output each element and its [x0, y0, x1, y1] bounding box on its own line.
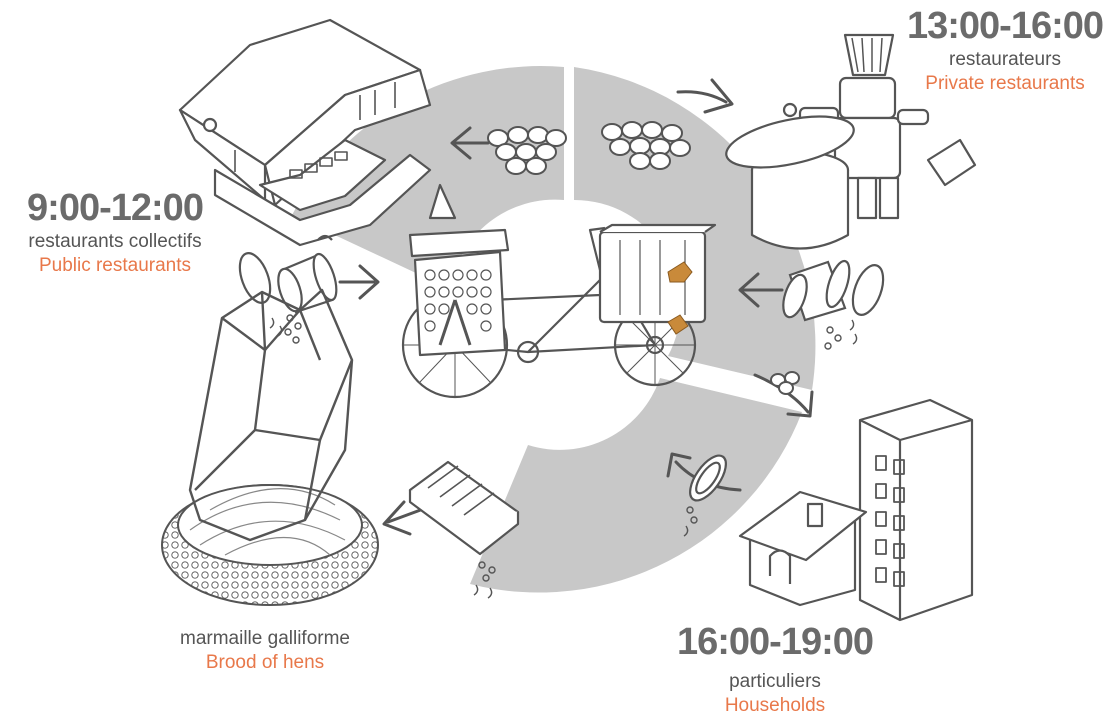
station-households-label-fr: particuliers — [729, 671, 821, 692]
station-public-label-fr: restaurants collectifs — [28, 231, 202, 252]
station-hens-label-en: Brood of hens — [205, 652, 325, 673]
ring-segment-bottom — [470, 378, 802, 593]
station-households-label-en: Households — [724, 695, 826, 716]
hen-in-crate-icon — [667, 261, 693, 335]
plate-icon — [683, 454, 727, 537]
origami-hen-nest-icon — [161, 288, 379, 606]
station-private-label-fr: restaurateurs — [949, 49, 1061, 70]
house-apartment-icon — [738, 398, 974, 622]
station-households-time: 16:00-19:00 — [676, 621, 874, 663]
ring-segment-top-left — [292, 66, 564, 290]
cargo-tricycle-icon — [401, 183, 717, 399]
station-public-time: 9:00-12:00 — [27, 187, 204, 229]
arrow-right-icon — [338, 264, 380, 300]
egg-cluster-right-icon — [601, 121, 691, 170]
station-public-label-en: Public restaurants — [38, 255, 192, 276]
arrow-left-icon — [450, 126, 490, 160]
egg-cluster-left-icon — [487, 126, 567, 175]
station-households: 16:00-19:00 particuliers Households — [660, 620, 890, 718]
station-hens-label-fr: marmaille galliforme — [180, 628, 350, 649]
egg-cluster-small-icon — [770, 371, 800, 395]
arrow-left-right-side-icon — [738, 272, 784, 308]
chef-robot-pot-icon — [725, 33, 977, 250]
station-public: 9:00-12:00 restaurants collectifs Public… — [0, 186, 230, 278]
tray-icon — [408, 460, 520, 599]
bucket-left-icon — [238, 234, 338, 344]
station-private-label-en: Private restaurants — [925, 73, 1085, 94]
station-private-time: 13:00-16:00 — [906, 5, 1104, 47]
arrow-curve-right-icon — [676, 78, 734, 114]
station-private: 13:00-16:00 restaurateurs Private restau… — [900, 4, 1110, 96]
school-building-icon — [178, 18, 432, 247]
station-hens: marmaille galliforme Brood of hens — [140, 627, 390, 675]
bucket-right-icon — [782, 259, 885, 350]
